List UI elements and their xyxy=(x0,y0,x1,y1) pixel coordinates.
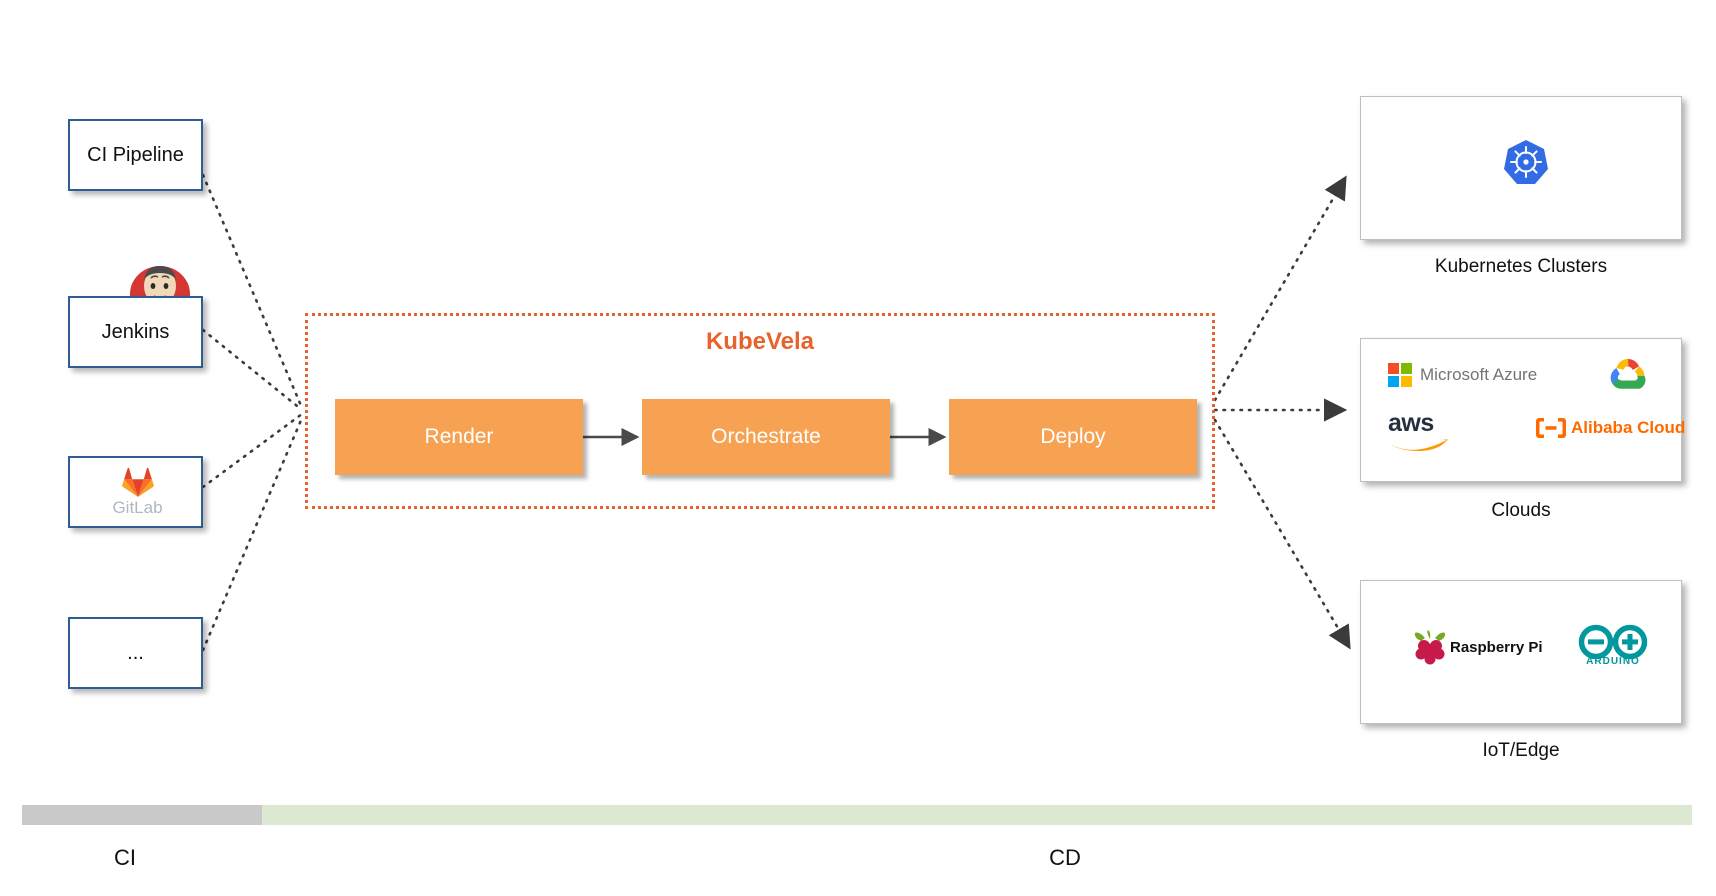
alibaba-label: Alibaba Cloud xyxy=(1571,418,1686,437)
kubevela-container xyxy=(305,313,1215,509)
raspberry-pi-label: Raspberry Pi xyxy=(1450,638,1543,656)
alibaba-cloud-icon: Alibaba Cloud xyxy=(1536,417,1685,439)
stage-label: Orchestrate xyxy=(711,425,821,448)
target-caption-iot-edge: IoT/Edge xyxy=(1482,740,1560,761)
source-label: CI Pipeline xyxy=(87,144,184,166)
stage-label: Deploy xyxy=(1040,425,1106,448)
alibaba-mark-icon xyxy=(1536,418,1566,438)
google-cloud-icon xyxy=(1606,356,1650,392)
stage-box-render[interactable]: Render xyxy=(335,399,583,475)
kubernetes-helm-icon xyxy=(1502,138,1550,186)
aws-label: aws xyxy=(1388,409,1434,437)
target-box-kubernetes-clusters[interactable] xyxy=(1360,96,1682,240)
source-label: GitLab xyxy=(112,498,163,517)
target-caption-clouds: Clouds xyxy=(1491,500,1551,521)
arduino-label: ARDUINO xyxy=(1586,656,1640,667)
raspberry-pi-icon: Raspberry Pi xyxy=(1413,629,1543,665)
target-box-iot-edge[interactable]: Raspberry Pi ARDUINO xyxy=(1360,580,1682,724)
bottom-bar-ci-segment xyxy=(22,805,262,825)
stage-box-deploy[interactable]: Deploy xyxy=(949,399,1197,475)
azure-label: Microsoft Azure xyxy=(1420,365,1538,384)
bottom-bar-ci-label: CI xyxy=(114,845,136,870)
source-box-ci-pipeline[interactable]: CI Pipeline xyxy=(68,119,203,191)
bottom-bar-cd-label: CD xyxy=(1049,845,1081,870)
arduino-icon: ARDUINO xyxy=(1575,623,1651,667)
kubevela-title: KubeVela xyxy=(705,328,815,355)
bottom-bar-cd-segment xyxy=(262,805,1692,825)
aws-icon: aws xyxy=(1388,409,1450,452)
microsoft-azure-icon: Microsoft Azure xyxy=(1388,363,1537,387)
source-box-gitlab[interactable]: GitLab xyxy=(68,456,203,528)
stage-label: Render xyxy=(424,425,494,448)
target-caption-kubernetes-clusters: Kubernetes Clusters xyxy=(1434,256,1608,277)
source-box-jenkins[interactable]: Jenkins xyxy=(68,296,203,368)
source-label: ... xyxy=(127,642,144,664)
target-box-clouds[interactable]: Microsoft Azure aws xyxy=(1360,338,1685,482)
source-label: Jenkins xyxy=(101,321,170,343)
gitlab-fox-icon xyxy=(122,467,154,497)
arduino-infinity-icon xyxy=(1578,624,1648,660)
stage-box-orchestrate[interactable]: Orchestrate xyxy=(642,399,890,475)
microsoft-squares-icon xyxy=(1388,363,1412,387)
raspberry-mark-icon xyxy=(1414,630,1446,665)
source-box-more[interactable]: ... xyxy=(68,617,203,689)
